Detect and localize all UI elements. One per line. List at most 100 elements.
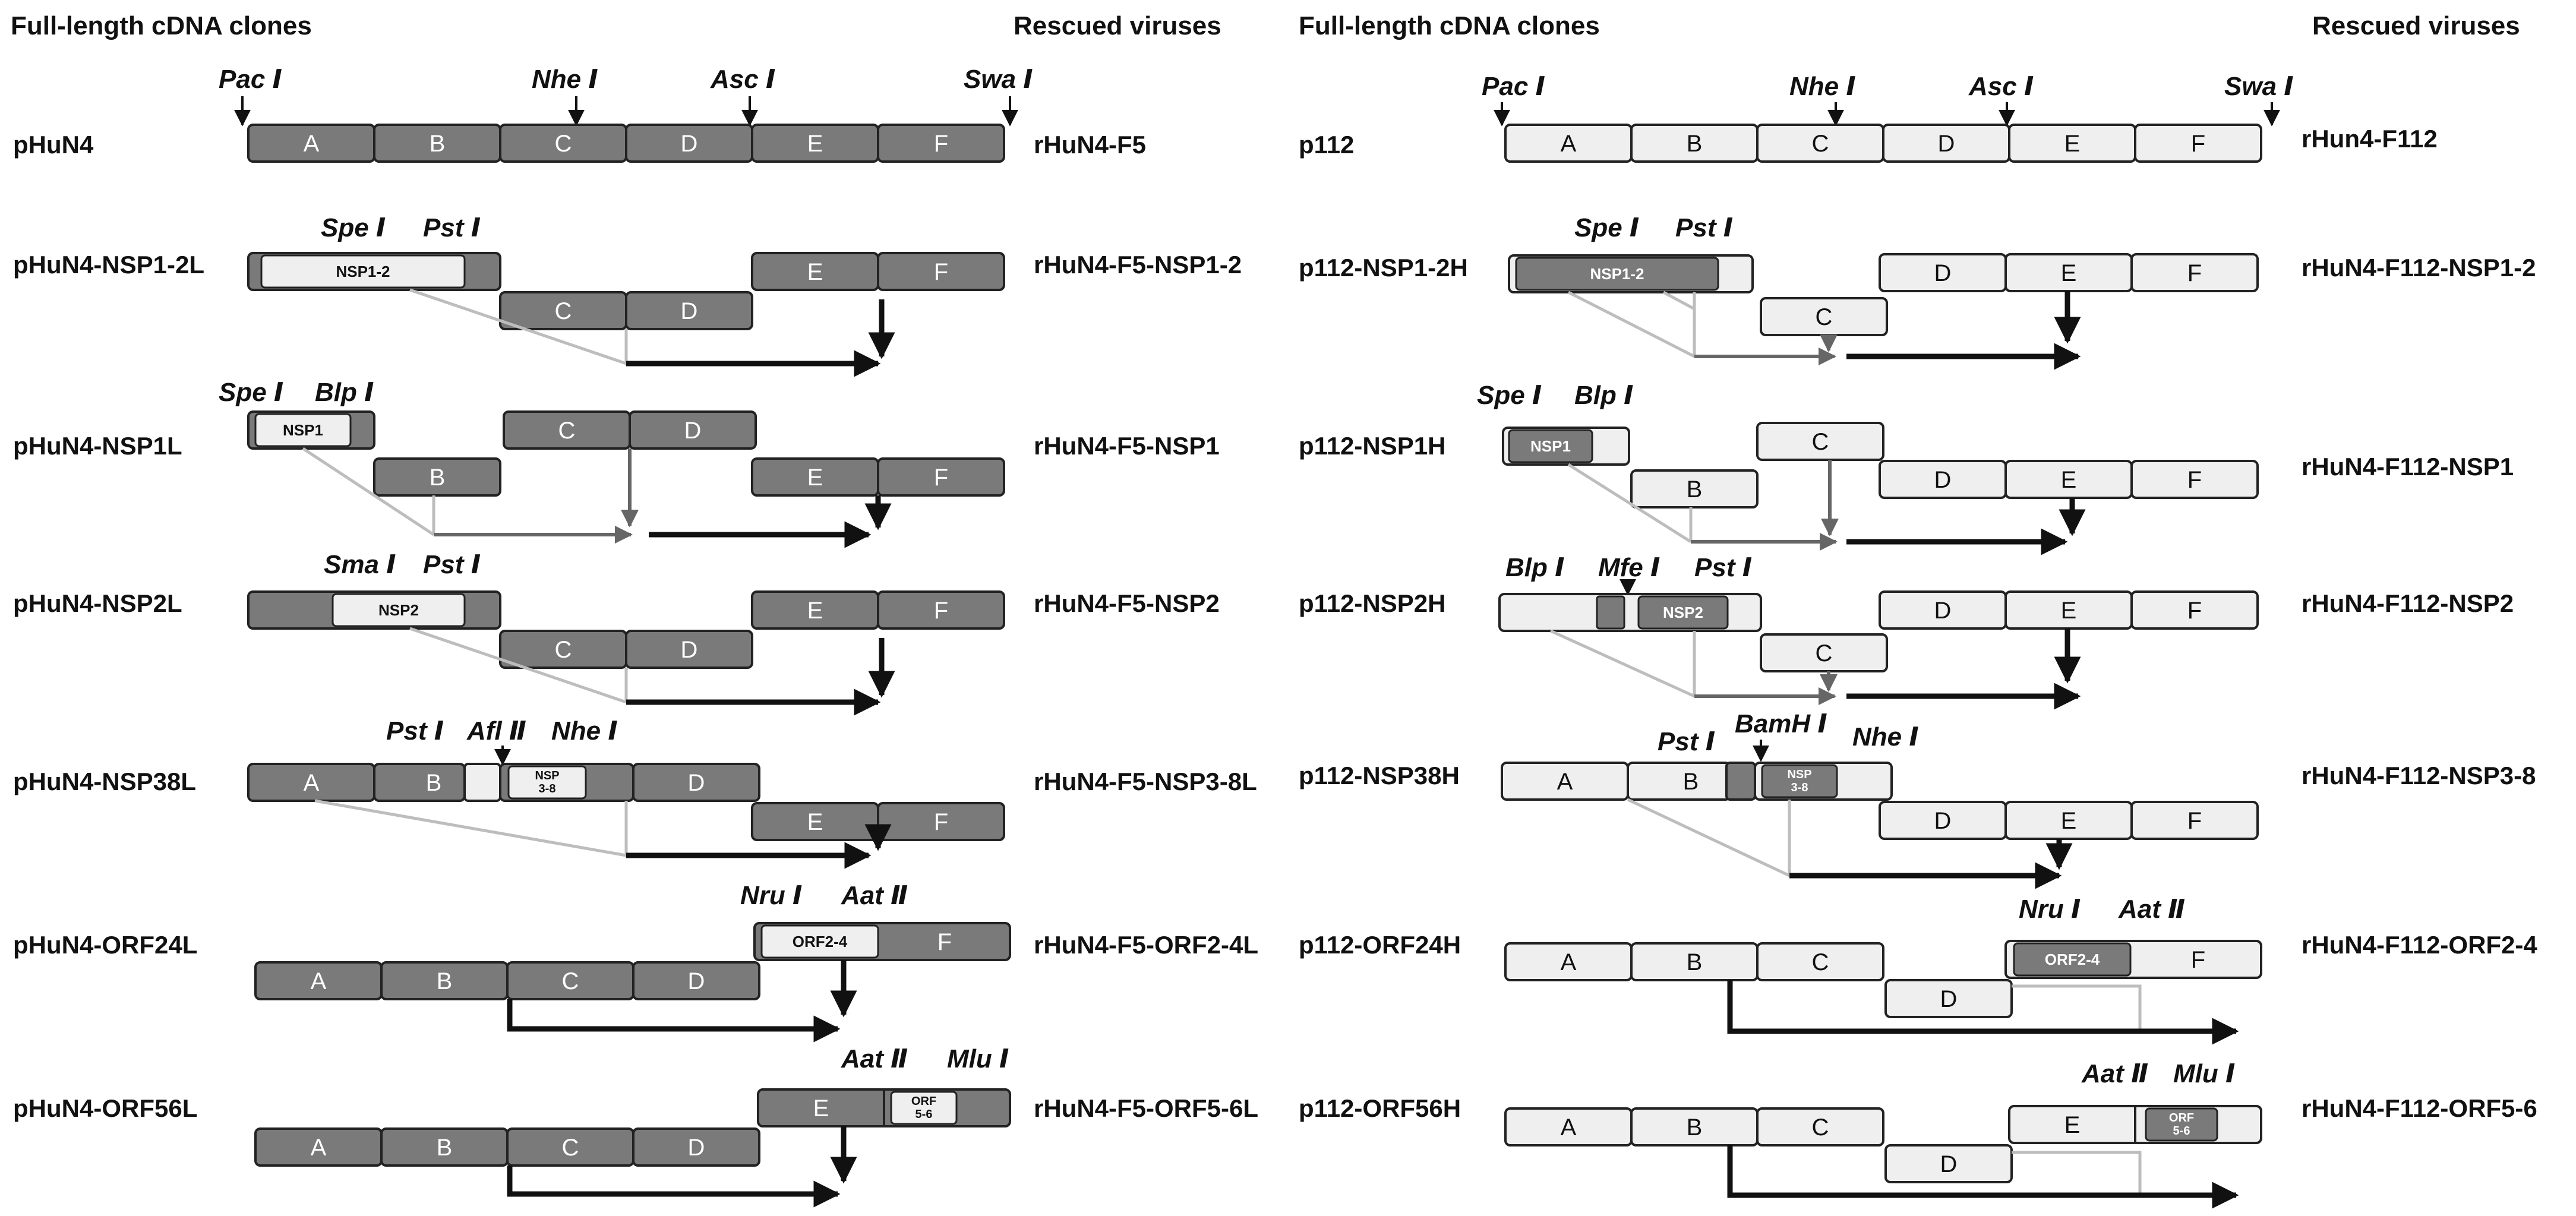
segment-a: A xyxy=(1504,942,1633,981)
segment-d: D xyxy=(625,124,753,163)
clone-name: p112-NSP38H xyxy=(1299,762,1460,789)
clone-backbone: NSP1-2 xyxy=(247,252,501,291)
segment-c: C xyxy=(499,291,627,330)
segment-b: B xyxy=(373,124,501,163)
virus-name: rHuN4-F112-NSP1-2 xyxy=(2302,254,2536,282)
clone-name: pHuN4-NSP38L xyxy=(13,767,196,795)
enzyme-label: Mlu Ⅰ xyxy=(2173,1059,2235,1088)
segment-e: E xyxy=(2064,1112,2081,1138)
right-row-4: p112-NSP38H rHuN4-F112-NSP3-8 Pst Ⅰ BamH… xyxy=(1299,709,2536,889)
svg-text:F: F xyxy=(2187,808,2202,834)
svg-text:F: F xyxy=(2187,598,2202,624)
enzyme-label: Mfe Ⅰ xyxy=(1598,553,1660,582)
segment-b: B xyxy=(380,1127,509,1167)
svg-text:E: E xyxy=(807,598,823,624)
segment-f: F xyxy=(2130,801,2259,840)
enzyme-label: Spe Ⅰ xyxy=(1477,381,1542,410)
svg-text:A: A xyxy=(1561,949,1577,975)
segment-e: E xyxy=(751,802,879,841)
left-row-0: pHuN4 rHuN4-F5 Pac Ⅰ Nhe Ⅰ Asc Ⅰ Swa Ⅰ A… xyxy=(13,65,1146,163)
segment-f: F xyxy=(2134,124,2262,163)
segment-b: B xyxy=(373,763,466,802)
enzyme-label: Pst Ⅰ xyxy=(1694,553,1752,582)
svg-text:A: A xyxy=(311,968,327,994)
segment-d: D xyxy=(1879,801,2007,840)
virus-name: rHun4-F112 xyxy=(2302,125,2438,153)
enzyme-label: Pac Ⅰ xyxy=(1482,72,1545,101)
svg-text:A: A xyxy=(311,1135,327,1161)
segment-c: C xyxy=(1760,633,1888,672)
svg-text:D: D xyxy=(1938,131,1955,157)
svg-text:B: B xyxy=(1687,1114,1703,1141)
segment-orf2-4: ORF2-4 xyxy=(793,933,848,950)
svg-text:C: C xyxy=(1816,304,1833,330)
clone-backbone: NSP1 xyxy=(247,410,375,450)
segment-b: B xyxy=(1630,942,1759,981)
segment-nsp2: NSP2 xyxy=(378,601,419,619)
segment-f: F xyxy=(937,929,952,955)
segment-f: F xyxy=(2191,947,2205,973)
segment-d: D xyxy=(1879,253,2007,292)
svg-text:D: D xyxy=(688,968,705,994)
segment-c: C xyxy=(506,1127,634,1167)
svg-text:B: B xyxy=(1687,476,1703,503)
svg-text:F: F xyxy=(2191,131,2205,157)
segment-b: B xyxy=(1630,469,1759,508)
segment-f: F xyxy=(877,457,1005,497)
svg-text:B: B xyxy=(437,1135,453,1161)
virus-name: rHuN4-F5-NSP2 xyxy=(1034,589,1220,617)
enzyme-label: Afl Ⅱ xyxy=(466,716,526,746)
right-row-1: p112-NSP1-2H rHuN4-F112-NSP1-2 Spe Ⅰ Pst… xyxy=(1299,213,2536,370)
segment-e: E xyxy=(813,1095,829,1122)
clone-name: pHuN4-ORF56L xyxy=(13,1094,197,1122)
segment-e: E xyxy=(751,124,879,163)
segment-d: D xyxy=(1882,124,2010,163)
left-row-5: pHuN4-ORF24L rHuN4-F5-ORF2-4L Nru Ⅰ Aat … xyxy=(13,881,1258,1043)
svg-text:C: C xyxy=(562,968,579,994)
svg-text:D: D xyxy=(688,1135,705,1161)
svg-text:E: E xyxy=(807,465,823,491)
enzyme-label: Swa Ⅰ xyxy=(2224,72,2294,101)
svg-text:C: C xyxy=(562,1135,579,1161)
segment-c: C xyxy=(1756,1107,1884,1146)
segment-d: D xyxy=(632,1127,760,1167)
segment-e: E xyxy=(2008,124,2136,163)
segment-e: E xyxy=(2004,460,2133,499)
enzyme-label: Spe Ⅰ xyxy=(321,213,386,242)
svg-text:A: A xyxy=(304,131,320,157)
enzyme-label: Nhe Ⅰ xyxy=(551,716,618,746)
svg-text:F: F xyxy=(934,465,948,491)
segment-d: D xyxy=(625,630,753,669)
enzyme-label: Blp Ⅰ xyxy=(315,378,374,407)
right-row-2: p112-NSP1H rHuN4-F112-NSP1 Spe Ⅰ Blp Ⅰ N… xyxy=(1299,381,2514,555)
segment-d: D xyxy=(1884,979,2013,1018)
segment-orf2-4: ORF2-4 xyxy=(2045,950,2100,968)
enzyme-label: Asc Ⅰ xyxy=(1968,72,2034,101)
enzyme-pac: Pac Ⅰ xyxy=(1482,72,1545,127)
segment-a: A xyxy=(1501,762,1629,801)
clone-name: pHuN4-NSP1-2L xyxy=(13,251,204,279)
segment-f: F xyxy=(2130,253,2259,292)
enzyme-asc: Asc Ⅰ xyxy=(710,65,775,127)
virus-name: rHuN4-F5-NSP1 xyxy=(1034,432,1220,460)
segment-a: A xyxy=(254,1127,383,1167)
enzyme-label: Nhe Ⅰ xyxy=(1789,72,1856,101)
enzyme-label: Pst Ⅰ xyxy=(386,716,444,746)
segment-b: B xyxy=(373,457,501,497)
svg-text:A: A xyxy=(1561,1114,1577,1141)
left-row-2: pHuN4-NSP1L rHuN4-F5-NSP1 Spe Ⅰ Blp Ⅰ NS… xyxy=(13,378,1220,548)
svg-text:E: E xyxy=(2061,808,2077,834)
enzyme-label: Nru Ⅰ xyxy=(740,881,802,910)
clone-name: p112-NSP2H xyxy=(1299,589,1445,617)
right-viruses-header: Rescued viruses xyxy=(2312,11,2520,40)
svg-text:F: F xyxy=(934,598,948,624)
svg-text:E: E xyxy=(2064,131,2081,157)
left-row-3: pHuN4-NSP2L rHuN4-F5-NSP2 Sma Ⅰ Pst Ⅰ NS… xyxy=(13,550,1220,716)
enzyme-label: Nhe Ⅰ xyxy=(1852,722,1919,751)
clone-name: pHuN4-NSP2L xyxy=(13,589,182,617)
